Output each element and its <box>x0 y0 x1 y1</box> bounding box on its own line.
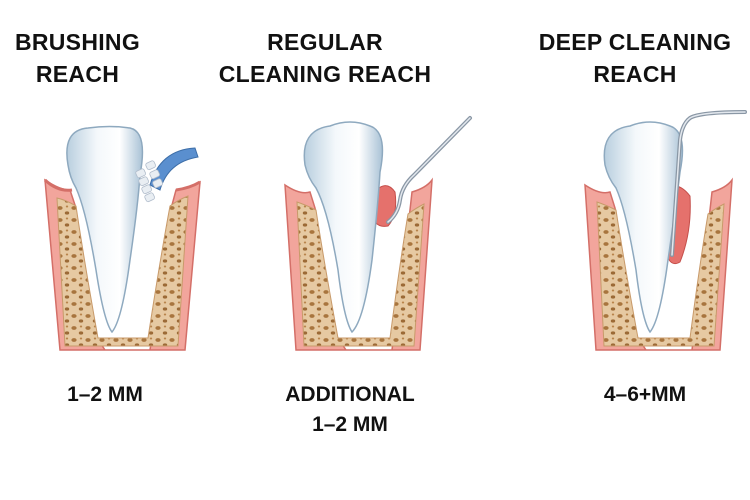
tooth <box>603 121 684 334</box>
bone-tissue <box>56 195 189 347</box>
panel-3-tooth-diagram <box>584 110 747 351</box>
panel-1-caption: 1–2 MM <box>67 383 143 406</box>
panel-2-title: REGULAR CLEANING REACH <box>218 29 432 87</box>
panel-1-tooth-diagram <box>43 125 201 351</box>
bone-tissue <box>296 201 425 347</box>
panel-1-title: BRUSHING REACH <box>14 29 141 87</box>
toothbrush <box>135 147 199 203</box>
bone-tissue <box>596 201 725 347</box>
tooth <box>303 121 384 334</box>
panel-2-tooth-diagram <box>284 116 472 351</box>
panel-3-title: DEEP CLEANING REACH <box>538 29 732 87</box>
tooth <box>66 125 144 334</box>
panel-2-caption: ADDITIONAL 1–2 MM <box>285 383 415 436</box>
panel-3-caption: 4–6+MM <box>603 383 687 406</box>
